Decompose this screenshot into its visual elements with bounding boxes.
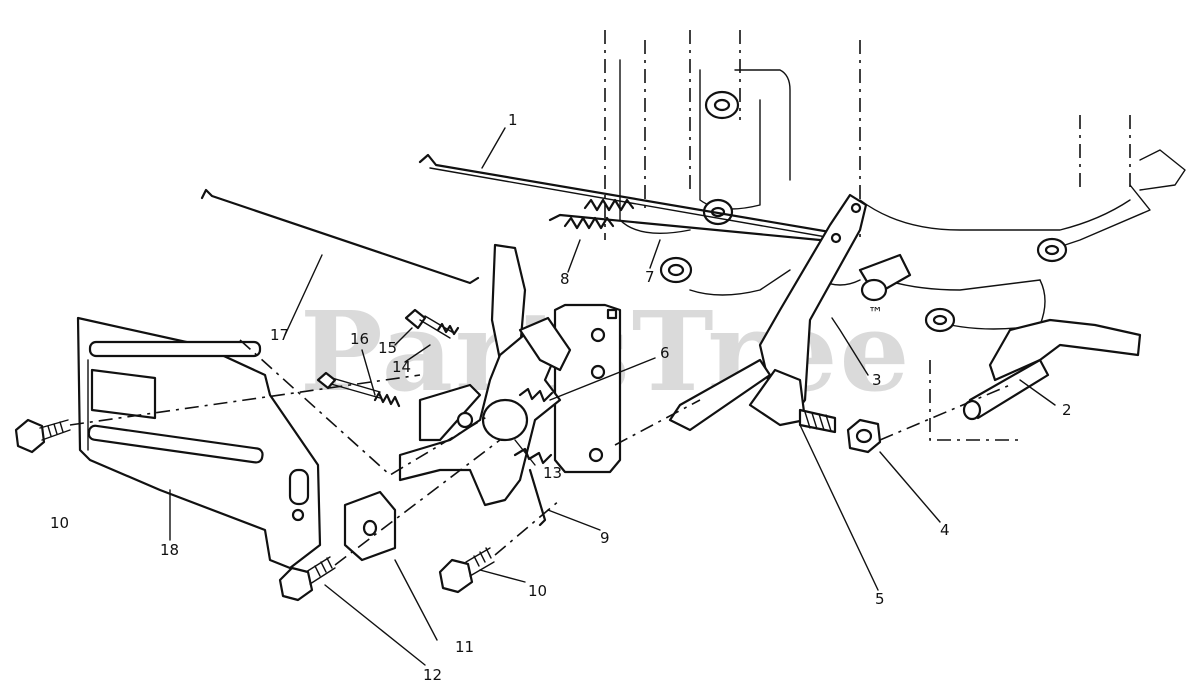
callout-7: 7 <box>645 268 655 286</box>
callout-13: 13 <box>543 464 562 482</box>
callout-5: 5 <box>875 590 885 608</box>
cover-plate-18 <box>76 316 322 570</box>
control-bracket <box>553 303 622 474</box>
callout-9: 9 <box>600 529 610 547</box>
watermark-trademark: ™ <box>868 304 883 322</box>
callout-1: 1 <box>508 111 518 129</box>
throttle-control-plate <box>398 243 572 527</box>
callout-12: 12 <box>423 666 442 684</box>
leader-lines <box>169 127 1056 666</box>
callout-17: 17 <box>270 326 289 344</box>
callout-16: 16 <box>350 330 369 348</box>
assembly-centerlines <box>69 339 1011 566</box>
governor-lever <box>668 193 868 434</box>
screw-12 <box>278 556 336 602</box>
callout-8: 8 <box>560 270 570 288</box>
hex-nut <box>846 418 882 454</box>
governor-shaft <box>962 318 1142 421</box>
callout-4: 4 <box>940 521 950 539</box>
callout-6: 6 <box>660 344 670 362</box>
screw-10-left <box>14 418 71 454</box>
callout-18: 18 <box>160 541 179 559</box>
callout-10-center: 10 <box>528 582 547 600</box>
callout-11: 11 <box>455 638 474 656</box>
callout-2: 2 <box>1062 401 1072 419</box>
governor-spring <box>583 198 635 212</box>
spring-link <box>548 213 822 242</box>
callout-14: 14 <box>392 358 411 376</box>
callout-10-left: 10 <box>50 514 69 532</box>
callout-labels: 1 2 3 4 5 6 7 8 9 10 10 11 12 13 14 15 1… <box>50 111 1072 684</box>
spring-8 <box>563 216 615 230</box>
screw-10-center <box>438 547 495 594</box>
callout-15: 15 <box>378 339 397 357</box>
screw-15 <box>404 308 460 339</box>
callout-3: 3 <box>872 371 882 389</box>
clip-11 <box>343 490 397 562</box>
throttle-link <box>200 188 480 285</box>
